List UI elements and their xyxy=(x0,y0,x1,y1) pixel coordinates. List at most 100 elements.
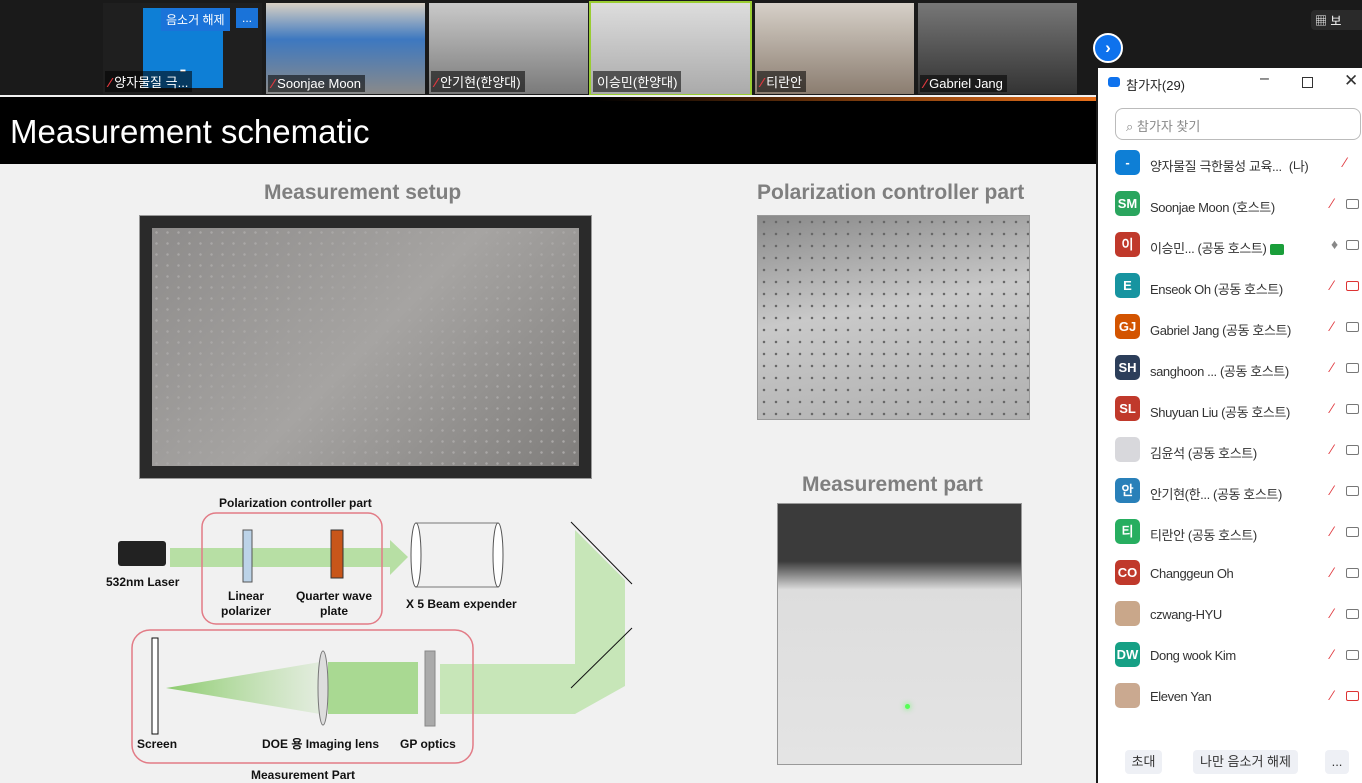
mic-muted-icon[interactable]: ⁄ xyxy=(1344,154,1347,170)
measurement-photo xyxy=(777,503,1022,765)
mic-muted-icon: ⁄ xyxy=(924,76,927,91)
measurement-heading: Measurement part xyxy=(802,473,983,496)
camera-icon[interactable] xyxy=(1346,322,1359,332)
mic-muted-icon[interactable]: ⁄ xyxy=(1331,195,1334,211)
video-name-label: ⁄Soonjae Moon xyxy=(268,75,366,92)
invite-button[interactable]: 초대 xyxy=(1125,750,1162,774)
video-name-label: ⁄티란안 xyxy=(757,71,807,92)
avatar xyxy=(1115,601,1140,626)
mic-muted-icon[interactable]: ⁄ xyxy=(1331,318,1334,334)
linear-polarizer-shape xyxy=(242,529,253,583)
panel-title: 참가자(29) xyxy=(1126,78,1185,93)
mic-muted-icon[interactable]: ⁄ xyxy=(1331,646,1334,662)
camera-icon[interactable] xyxy=(1346,609,1359,619)
unmute-me-button[interactable]: 나만 음소거 해제 xyxy=(1193,750,1298,774)
more-button[interactable]: ... xyxy=(1325,750,1349,774)
participant-name: 양자물질 극한물성 교육... (나) xyxy=(1150,159,1309,174)
screen-shape xyxy=(151,637,159,735)
schematic-diagram xyxy=(118,512,633,764)
maximize-button[interactable] xyxy=(1302,77,1313,88)
label-quarter-wave: Quarter wave plate xyxy=(295,589,373,618)
camera-icon[interactable] xyxy=(1346,363,1359,373)
avatar: 안 xyxy=(1115,478,1140,503)
camera-icon[interactable] xyxy=(1346,527,1359,537)
participants-panel: 참가자(29) – ✕ ⌕ 참가자 찾기 -양자물질 극한물성 교육... (나… xyxy=(1098,68,1362,783)
slide-title-bar: Measurement schematic xyxy=(0,97,1096,164)
mic-muted-icon[interactable]: ⁄ xyxy=(1331,359,1334,375)
camera-icon[interactable] xyxy=(1346,404,1359,414)
video-tile[interactable]: -음소거 해제...⁄양자물질 극... xyxy=(103,3,262,94)
video-tile[interactable]: ⁄Soonjae Moon xyxy=(266,3,425,94)
beam-arrow xyxy=(390,540,408,575)
video-name-label: ⁄Gabriel Jang xyxy=(920,75,1007,92)
participant-row[interactable]: 김윤석 (공동 호스트)⁄ xyxy=(1098,433,1362,474)
participant-row[interactable]: -양자물질 극한물성 교육... (나)⁄ xyxy=(1098,146,1362,187)
measurement-box xyxy=(131,629,474,764)
unmute-button[interactable]: 음소거 해제 xyxy=(161,8,230,31)
participant-row[interactable]: Eleven Yan ⁄ xyxy=(1098,679,1362,720)
label-imaging-lens: DOE 용 Imaging lens xyxy=(262,737,380,751)
video-tile[interactable]: ⁄안기현(한양대) xyxy=(429,3,588,94)
beam-expander-shape xyxy=(415,522,499,588)
avatar xyxy=(1115,437,1140,462)
gp-optics-shape xyxy=(424,650,436,727)
mic-muted-icon[interactable]: ⁄ xyxy=(1331,277,1334,293)
camera-off-icon[interactable] xyxy=(1346,281,1359,291)
mirror-2 xyxy=(570,627,633,689)
slide-title: Measurement schematic xyxy=(10,113,370,150)
expander-lens-1 xyxy=(410,522,422,588)
camera-icon[interactable] xyxy=(1346,650,1359,660)
mic-muted-icon[interactable]: ⁄ xyxy=(1331,564,1334,580)
participant-name: czwang-HYU xyxy=(1150,607,1222,622)
tile-more-button[interactable]: ... xyxy=(236,8,259,28)
mic-muted-icon[interactable]: ⁄ xyxy=(1331,441,1334,457)
mic-muted-icon: ⁄ xyxy=(272,76,275,91)
participant-row[interactable]: CO Changgeun Oh ⁄ xyxy=(1098,556,1362,597)
mic-muted-icon[interactable]: ⁄ xyxy=(1331,400,1334,416)
share-icon xyxy=(1269,244,1284,256)
camera-icon[interactable] xyxy=(1346,199,1359,209)
mic-muted-icon[interactable]: ⁄ xyxy=(1331,605,1334,621)
avatar: CO xyxy=(1115,560,1140,585)
polarization-heading: Polarization controller part xyxy=(757,181,1025,204)
mirror-1 xyxy=(570,521,633,585)
video-name-label: ⁄안기현(한양대) xyxy=(431,71,525,92)
minimize-button[interactable]: – xyxy=(1260,70,1269,87)
camera-icon[interactable] xyxy=(1346,486,1359,496)
mic-muted-icon[interactable]: ⁄ xyxy=(1331,687,1334,703)
view-button[interactable]: ▦ 보 xyxy=(1311,10,1362,30)
camera-off-icon[interactable] xyxy=(1346,691,1359,701)
participant-search-input[interactable]: ⌕ 참가자 찾기 xyxy=(1115,108,1361,140)
avatar: SH xyxy=(1115,355,1140,380)
close-button[interactable]: ✕ xyxy=(1344,71,1359,90)
participant-name: Gabriel Jang (공동 호스트) xyxy=(1150,323,1291,338)
label-laser: 532nm Laser xyxy=(106,575,180,589)
laser-shape xyxy=(118,541,166,566)
avatar: DW xyxy=(1115,642,1140,667)
camera-icon[interactable] xyxy=(1346,568,1359,578)
video-tile[interactable]: ⁄Gabriel Jang xyxy=(918,3,1077,94)
zoom-logo-icon xyxy=(1108,77,1120,87)
participant-name: Changgeun Oh xyxy=(1150,566,1234,581)
participant-name: Eleven Yan xyxy=(1150,689,1212,704)
camera-icon[interactable] xyxy=(1346,445,1359,455)
mic-icon[interactable]: ♦ xyxy=(1331,236,1339,252)
video-tile[interactable]: 이승민(한양대) xyxy=(589,1,752,96)
next-page-button[interactable]: › xyxy=(1093,33,1123,63)
video-tile[interactable]: ⁄티란안 xyxy=(755,3,914,94)
camera-icon[interactable] xyxy=(1346,240,1359,250)
mic-muted-icon[interactable]: ⁄ xyxy=(1331,523,1334,539)
participant-row[interactable]: czwang-HYU ⁄ xyxy=(1098,597,1362,638)
avatar: 이 xyxy=(1115,232,1140,257)
mic-muted-icon[interactable]: ⁄ xyxy=(1331,482,1334,498)
